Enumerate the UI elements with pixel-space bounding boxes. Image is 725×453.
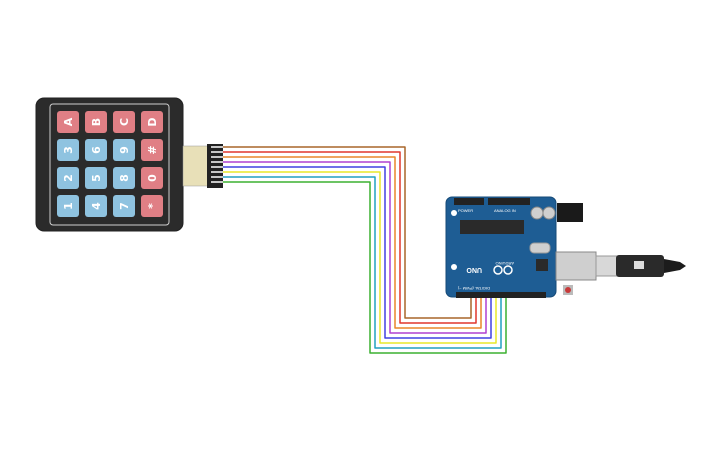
key-cap: [85, 111, 107, 133]
key-cap: [113, 139, 135, 161]
key-label: C: [118, 118, 131, 126]
analog-header: [488, 198, 530, 205]
reset-button-cap: [565, 287, 571, 293]
wire[interactable]: [223, 161, 487, 334]
keypad-component[interactable]: A B C D 3 6 9 #2 5 8 0 1 4 7 *: [35, 97, 223, 232]
keypad-pin[interactable]: [211, 171, 223, 173]
key-label: D: [146, 117, 159, 126]
keypad-key[interactable]: #: [141, 139, 163, 161]
usb-icon: [634, 261, 644, 269]
arduino-logo: [493, 265, 513, 275]
wires: [223, 146, 507, 354]
key-cap: [57, 111, 79, 133]
key-cap: [85, 195, 107, 217]
capacitor-1: [530, 206, 544, 220]
keypad-key[interactable]: 6: [85, 139, 107, 161]
key-cap: [141, 167, 163, 189]
key-label: *: [146, 203, 159, 209]
key-cap: [141, 111, 163, 133]
digital-header: [456, 292, 546, 298]
keypad-pin[interactable]: [211, 156, 223, 158]
keypad-key[interactable]: 7: [113, 195, 135, 217]
key-label: #: [146, 145, 159, 154]
key-cap: [57, 139, 79, 161]
digital-label: DIGITAL (PWM ~): [457, 286, 490, 291]
keypad-key[interactable]: 1: [57, 195, 79, 217]
keypad-border: [49, 103, 170, 226]
wire[interactable]: [223, 181, 507, 354]
crystal: [529, 242, 551, 254]
keypad-key[interactable]: A: [57, 111, 79, 133]
keypad-pin[interactable]: [211, 161, 223, 163]
keypad-pins: [211, 146, 223, 183]
wire[interactable]: [223, 171, 497, 344]
uno-label: UNO: [466, 266, 482, 273]
keypad-pin[interactable]: [211, 181, 223, 183]
keypad-pin[interactable]: [211, 151, 223, 153]
key-label: 5: [90, 174, 103, 182]
keypad-pin[interactable]: [211, 166, 223, 168]
mount-hole-1: [451, 210, 457, 216]
keypad-key[interactable]: 0: [141, 167, 163, 189]
keypad-keys: A B C D 3 6 9 #2 5 8 0 1 4 7 *: [57, 111, 163, 217]
key-label: 4: [90, 202, 103, 210]
keypad-key[interactable]: 5: [85, 167, 107, 189]
key-label: 7: [118, 202, 131, 210]
keypad-pin[interactable]: [211, 176, 223, 178]
key-label: 1: [62, 202, 75, 210]
key-cap: [57, 167, 79, 189]
keypad-key[interactable]: B: [85, 111, 107, 133]
usb-chip: [536, 259, 548, 271]
key-label: B: [90, 118, 103, 126]
wire[interactable]: [223, 146, 472, 319]
arduino-label: ARDUINO: [496, 261, 514, 266]
keypad-key[interactable]: *: [141, 195, 163, 217]
key-cap: [141, 195, 163, 217]
key-cap: [113, 111, 135, 133]
usb-plug-metal: [595, 255, 619, 277]
key-label: 8: [118, 174, 131, 182]
keypad-key[interactable]: 2: [57, 167, 79, 189]
key-cap: [113, 167, 135, 189]
key-label: 9: [118, 146, 131, 154]
wire[interactable]: [223, 156, 482, 329]
keypad-key[interactable]: D: [141, 111, 163, 133]
key-cap: [113, 195, 135, 217]
keypad-key[interactable]: C: [113, 111, 135, 133]
keypad-key[interactable]: 4: [85, 195, 107, 217]
key-label: 0: [146, 174, 159, 182]
key-label: 3: [62, 146, 75, 154]
key-cap: [85, 139, 107, 161]
analog-label: ANALOG IN: [494, 208, 516, 213]
key-label: 6: [90, 146, 103, 154]
keypad-key[interactable]: 8: [113, 167, 135, 189]
key-cap: [85, 167, 107, 189]
power-label: POWER: [458, 208, 473, 213]
keypad-key[interactable]: 9: [113, 139, 135, 161]
keypad-pin[interactable]: [211, 146, 223, 148]
arduino-board[interactable]: UNO ARDUINO DIGITAL (PWM ~) POWER ANALOG…: [445, 196, 597, 298]
usb-cable[interactable]: [595, 255, 686, 277]
wire[interactable]: [223, 166, 492, 339]
key-label: A: [62, 117, 75, 126]
key-label: 2: [62, 174, 75, 182]
wire[interactable]: [223, 176, 502, 349]
key-cap: [57, 195, 79, 217]
mount-hole-2: [451, 264, 457, 270]
usb-port: [555, 251, 597, 281]
keypad-ribbon: [182, 145, 211, 187]
keypad-key[interactable]: 3: [57, 139, 79, 161]
power-jack: [557, 203, 583, 222]
key-cap: [141, 139, 163, 161]
wire[interactable]: [223, 151, 477, 324]
atmega-chip: [460, 220, 524, 234]
power-header: [454, 198, 484, 205]
capacitor-2: [542, 206, 556, 220]
usb-cable-strain: [664, 259, 686, 273]
